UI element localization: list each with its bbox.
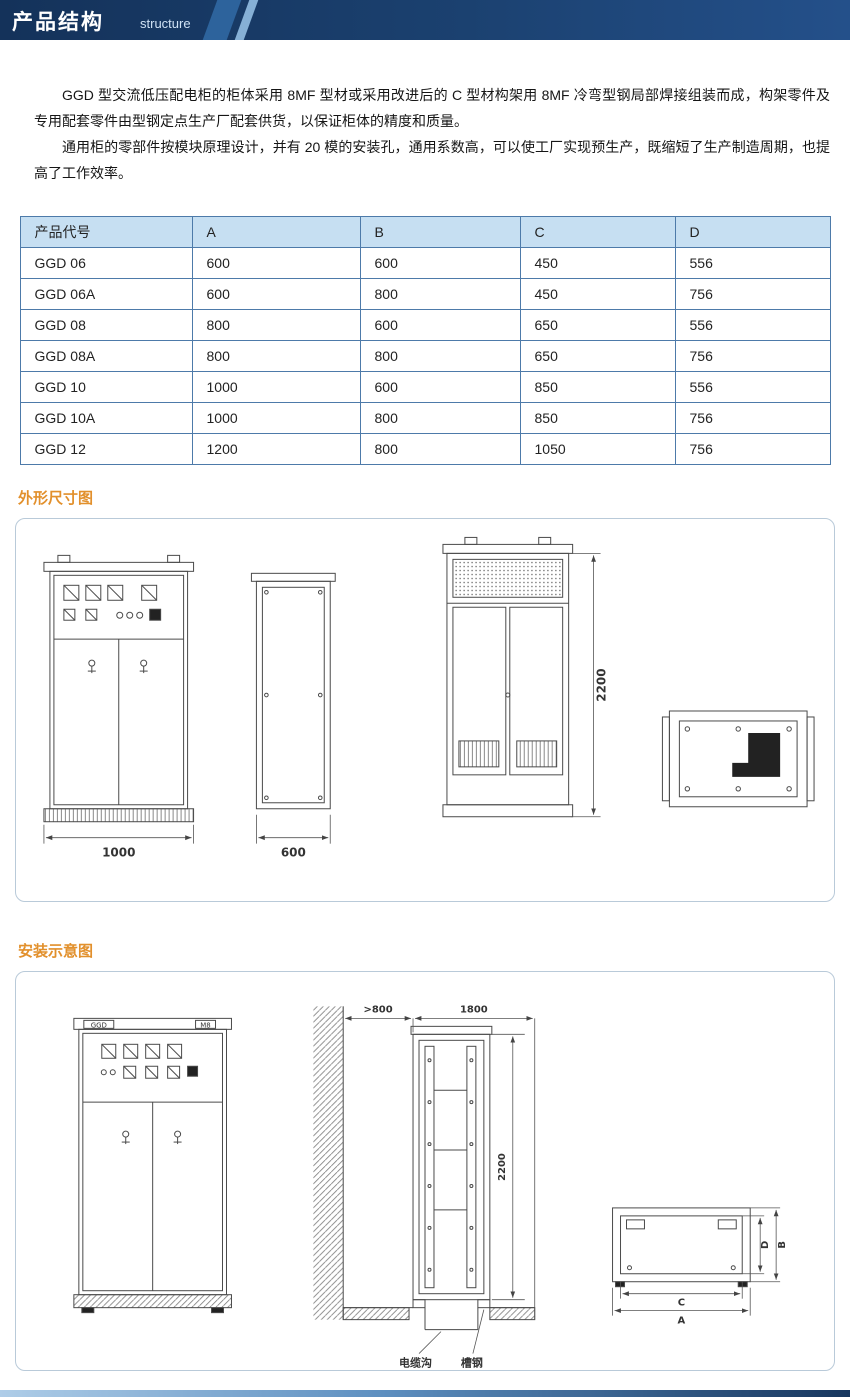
outline-drawing-box: 1000 600 bbox=[15, 518, 835, 902]
table-row: GGD 10A 1000 800 850 756 bbox=[19, 402, 831, 434]
table-row: GGD 12 1200 800 1050 756 bbox=[19, 433, 831, 465]
page-title: 产品结构 bbox=[12, 11, 104, 34]
cell-code: GGD 10A bbox=[19, 402, 193, 434]
cell-b: 800 bbox=[359, 340, 521, 372]
label-channel-steel: 槽钢 bbox=[461, 1356, 483, 1368]
label-cable-trench: 电缆沟 bbox=[399, 1356, 432, 1368]
product-size-table: 产品代号 A B C D GGD 06 600 600 450 556 GGD … bbox=[19, 216, 831, 465]
section-title-outline: 外形尺寸图 bbox=[18, 490, 94, 507]
intro-paragraph-1: GGD 型交流低压配电柜的柜体采用 8MF 型材或采用改进后的 C 型材构架用 … bbox=[34, 87, 830, 129]
col-header-b: B bbox=[359, 216, 521, 248]
dim-d: D bbox=[760, 1241, 771, 1249]
cell-c: 450 bbox=[519, 278, 676, 310]
col-header-code: 产品代号 bbox=[19, 216, 193, 248]
cabinet-front-view-drawing: 1000 bbox=[43, 554, 195, 860]
dim-c: C bbox=[678, 1298, 685, 1309]
cabinet-side-view-drawing: 600 bbox=[250, 572, 336, 860]
col-header-d: D bbox=[674, 216, 831, 248]
cell-c: 850 bbox=[519, 371, 676, 403]
col-header-c: C bbox=[519, 216, 676, 248]
cell-a: 600 bbox=[191, 247, 361, 279]
cell-code: GGD 12 bbox=[19, 433, 193, 465]
dim-b: B bbox=[777, 1241, 788, 1249]
cell-code: GGD 06A bbox=[19, 278, 193, 310]
cabinet-open-view-drawing: 2200 bbox=[442, 536, 609, 818]
cell-c: 850 bbox=[519, 402, 676, 434]
cell-code: GGD 08A bbox=[19, 340, 193, 372]
dim-depth: 1800 bbox=[460, 1004, 488, 1015]
cell-d: 556 bbox=[674, 309, 831, 341]
cell-d: 756 bbox=[674, 278, 831, 310]
cell-c: 650 bbox=[519, 340, 676, 372]
cell-code: GGD 10 bbox=[19, 371, 193, 403]
label-cabinet-ggd: GGD bbox=[91, 1021, 107, 1029]
cell-c: 450 bbox=[519, 247, 676, 279]
header-accent-stripe bbox=[202, 0, 242, 40]
label-bolt-m8: M8 bbox=[200, 1021, 210, 1029]
intro-paragraph-2: 通用柜的零部件按模块原理设计，并有 20 模的安装孔，通用系数高，可以使工厂实现… bbox=[34, 139, 830, 181]
intro-text: GGD 型交流低压配电柜的柜体采用 8MF 型材或采用改进后的 C 型材构架用 … bbox=[34, 82, 830, 186]
cell-d: 556 bbox=[674, 247, 831, 279]
cell-c: 650 bbox=[519, 309, 676, 341]
install-side-section-drawing: >800 1800 2200 电缆沟 槽钢 bbox=[313, 1004, 536, 1368]
bottom-accent-bar bbox=[0, 1390, 850, 1397]
dim-install-height: 2200 bbox=[497, 1153, 508, 1181]
cell-d: 756 bbox=[674, 340, 831, 372]
install-plan-view-drawing: C A D B bbox=[612, 1207, 788, 1327]
table-row: GGD 08 800 600 650 556 bbox=[19, 309, 831, 341]
cell-code: GGD 06 bbox=[19, 247, 193, 279]
table-row: GGD 10 1000 600 850 556 bbox=[19, 371, 831, 403]
cell-b: 800 bbox=[359, 278, 521, 310]
table-row: GGD 08A 800 800 650 756 bbox=[19, 340, 831, 372]
page-header: 产品结构 structure bbox=[0, 0, 850, 40]
cell-b: 600 bbox=[359, 309, 521, 341]
col-header-a: A bbox=[191, 216, 361, 248]
dim-a: A bbox=[678, 1316, 686, 1327]
cell-d: 756 bbox=[674, 402, 831, 434]
cell-a: 800 bbox=[191, 309, 361, 341]
table-row: GGD 06A 600 800 450 756 bbox=[19, 278, 831, 310]
cell-c: 1050 bbox=[519, 433, 676, 465]
install-drawing-box: GGD M8 bbox=[15, 971, 835, 1371]
cell-a: 1200 bbox=[191, 433, 361, 465]
cell-d: 756 bbox=[674, 433, 831, 465]
cabinet-section-detail-drawing bbox=[661, 710, 815, 808]
cell-b: 800 bbox=[359, 433, 521, 465]
cell-b: 800 bbox=[359, 402, 521, 434]
dim-side-width: 600 bbox=[281, 846, 306, 860]
outline-drawing: 1000 600 bbox=[43, 536, 815, 860]
cell-b: 600 bbox=[359, 247, 521, 279]
dim-height: 2200 bbox=[595, 668, 609, 701]
cell-a: 1000 bbox=[191, 402, 361, 434]
cell-a: 800 bbox=[191, 340, 361, 372]
cell-a: 600 bbox=[191, 278, 361, 310]
cell-d: 556 bbox=[674, 371, 831, 403]
install-front-view-drawing: GGD M8 bbox=[73, 1017, 232, 1314]
cell-b: 600 bbox=[359, 371, 521, 403]
table-row: GGD 06 600 600 450 556 bbox=[19, 247, 831, 279]
install-drawing: GGD M8 bbox=[73, 1004, 788, 1368]
dim-wall-clearance: >800 bbox=[364, 1004, 393, 1015]
cell-code: GGD 08 bbox=[19, 309, 193, 341]
section-title-install: 安装示意图 bbox=[18, 943, 94, 960]
page-subtitle: structure bbox=[140, 16, 191, 31]
cell-a: 1000 bbox=[191, 371, 361, 403]
table-header-row: 产品代号 A B C D bbox=[19, 216, 831, 248]
dim-front-width: 1000 bbox=[102, 846, 135, 860]
